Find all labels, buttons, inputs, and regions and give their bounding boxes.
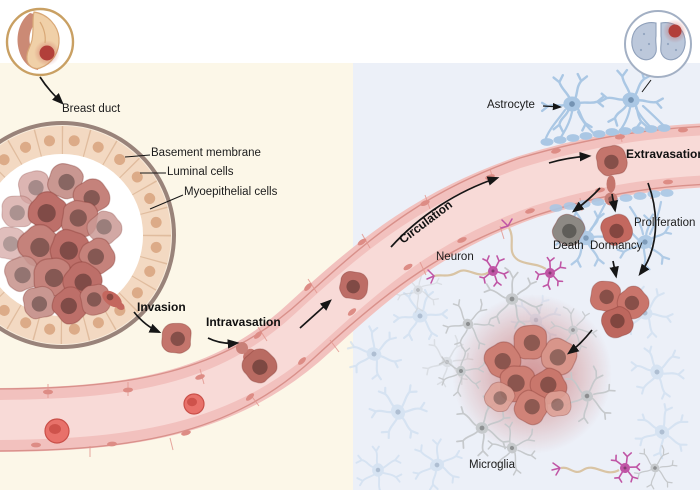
endothelial-nuclei-bottom bbox=[31, 179, 673, 448]
breast-icon-arrow bbox=[39, 76, 64, 105]
breast-icon bbox=[5, 7, 75, 77]
flow-arrows bbox=[39, 76, 657, 355]
breast-duct-structure bbox=[0, 121, 176, 349]
brain-left-lobe bbox=[631, 22, 657, 61]
breast-duct-label: Breast duct bbox=[62, 103, 121, 115]
myoepithelial-leader bbox=[149, 194, 184, 210]
neurons bbox=[426, 218, 646, 488]
proliferation-label: Proliferation bbox=[634, 217, 696, 229]
death-arrow bbox=[571, 187, 601, 213]
axon bbox=[560, 466, 620, 474]
cluster-to-mass-arrow bbox=[566, 329, 593, 355]
dormant-to-cluster-arrow bbox=[609, 260, 619, 279]
proliferation-arrow bbox=[638, 182, 657, 277]
vessel-flow-arrow bbox=[299, 299, 332, 329]
brain-tumor bbox=[668, 24, 682, 38]
dormancy-arrow bbox=[608, 193, 618, 213]
escaping-tumor-cell bbox=[102, 290, 125, 311]
leader-lines bbox=[124, 79, 652, 210]
microglia-label: Microglia bbox=[469, 459, 516, 471]
vessel-top-edge bbox=[0, 125, 700, 390]
neuron-label: Neuron bbox=[436, 251, 474, 263]
basement-membrane-leader bbox=[124, 154, 151, 158]
circulation-arrow bbox=[390, 176, 500, 248]
luminal-cell-borders bbox=[0, 126, 171, 344]
brain-icon-leader bbox=[641, 79, 652, 93]
intravasation-label: Intravasation bbox=[206, 315, 281, 329]
astrocyte-endfeet-top bbox=[540, 124, 671, 146]
perivascular-astrocytes bbox=[540, 64, 682, 279]
death-label: Death bbox=[553, 240, 584, 252]
luminal-cells-label: Luminal cells bbox=[167, 166, 234, 178]
brain-icon bbox=[624, 10, 692, 78]
endothelial-nuclei-top bbox=[43, 127, 688, 395]
basement-membrane-label: Basement membrane bbox=[151, 147, 261, 159]
axon bbox=[433, 269, 490, 278]
extravasation-label: Extravasation bbox=[626, 147, 700, 161]
red-blood-cells bbox=[44, 393, 205, 444]
myoepithelial-cells-label: Myoepithelial cells bbox=[184, 186, 278, 198]
astrocyte-leader bbox=[542, 102, 562, 111]
breast-tumor bbox=[39, 45, 55, 61]
axon bbox=[508, 227, 547, 270]
invading-tumor-cell bbox=[157, 318, 197, 358]
invasion-arrow bbox=[133, 311, 162, 334]
pre-extravasation-arrow bbox=[548, 151, 592, 164]
intravasation-arrow bbox=[207, 337, 240, 349]
invasion-label: Invasion bbox=[137, 300, 186, 314]
dormancy-label: Dormancy bbox=[590, 240, 643, 252]
astrocyte-label: Astrocyte bbox=[487, 99, 535, 111]
